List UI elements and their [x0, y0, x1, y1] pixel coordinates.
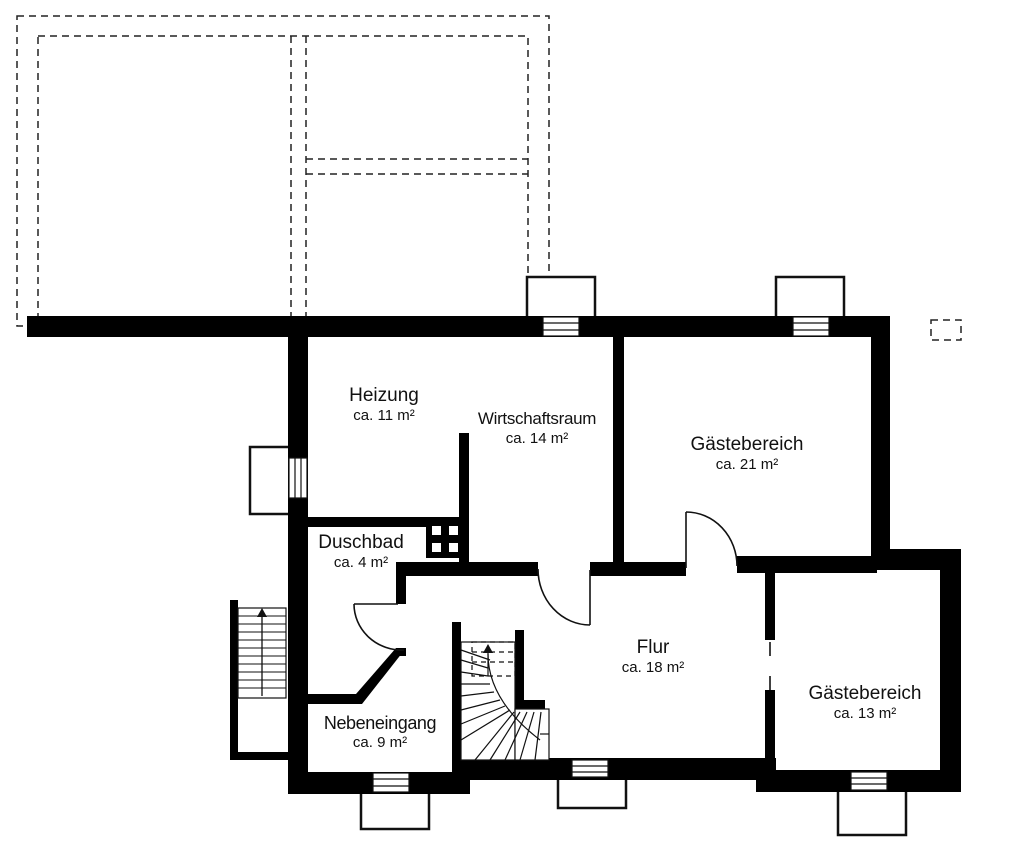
room-gaestebereich-1: Gästebereich ca. 21 m² [690, 434, 803, 474]
room-name: Duschbad [318, 532, 404, 553]
room-area: ca. 14 m² [505, 430, 569, 447]
room-name: Nebeneingang [323, 713, 437, 733]
room-area: ca. 21 m² [715, 456, 779, 473]
room-name: Gästebereich [690, 434, 804, 455]
room-nebeneingang: Nebeneingang ca. 9 m² [323, 712, 437, 752]
room-name: Gästebereich [808, 683, 922, 704]
room-area: ca. 18 m² [621, 659, 685, 676]
interior-walls [308, 337, 877, 772]
room-wirtschaftsraum: Wirtschaftsraum ca. 14 m² [477, 408, 597, 448]
room-name: Wirtschaftsraum [477, 409, 597, 428]
windows [288, 316, 888, 793]
interior-stair [460, 641, 550, 761]
room-gaestebereich-2: Gästebereich ca. 13 m² [808, 683, 921, 723]
room-flur: Flur ca. 18 m² [622, 637, 685, 677]
exterior-stair [230, 600, 290, 760]
room-area: ca. 11 m² [353, 407, 415, 424]
room-name: Heizung [349, 385, 419, 406]
walls [27, 316, 961, 794]
room-duschbad: Duschbad ca. 4 m² [318, 532, 404, 572]
room-area: ca. 13 m² [833, 705, 897, 722]
room-heizung: Heizung ca. 11 m² [349, 385, 419, 425]
door-swings [353, 511, 771, 690]
room-area: ca. 9 m² [352, 734, 408, 751]
shower-window-grid [426, 520, 464, 558]
room-area: ca. 4 m² [333, 554, 389, 571]
room-name: Flur [636, 637, 670, 658]
